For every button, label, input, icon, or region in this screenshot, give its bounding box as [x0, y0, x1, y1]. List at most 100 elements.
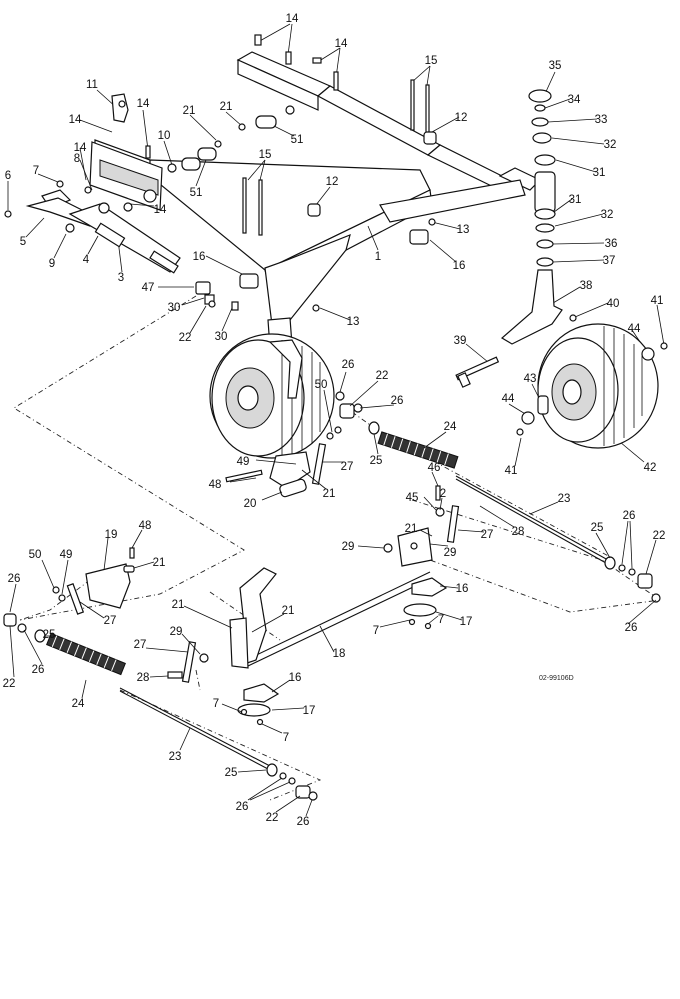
part-callout-15: 15: [259, 149, 272, 161]
part-callout-16: 16: [456, 583, 469, 595]
part-callout-3: 3: [118, 272, 124, 284]
part-callout-44: 44: [628, 323, 641, 335]
part-callout-24: 24: [72, 698, 85, 710]
part-callout-27: 27: [341, 461, 354, 473]
part-callout-26: 26: [623, 510, 636, 522]
middle-lever-assembly: [225, 391, 661, 603]
main-frame: [89, 51, 542, 349]
part-callout-9: 9: [49, 258, 55, 270]
part-callout-26: 26: [32, 664, 45, 676]
part-callout-37: 37: [603, 255, 616, 267]
part-callout-24: 24: [444, 421, 457, 433]
part-callout-48: 48: [139, 520, 152, 532]
part-callout-21: 21: [172, 599, 185, 611]
part-callout-46: 46: [428, 462, 441, 474]
part-callout-49: 49: [60, 549, 73, 561]
part-callout-10: 10: [158, 130, 171, 142]
left-caster-wheel: [209, 333, 335, 459]
part-callout-22: 22: [653, 530, 666, 542]
part-callout-50: 50: [29, 549, 42, 561]
part-callout-22: 22: [3, 678, 16, 690]
part-callout-19: 19: [105, 529, 118, 541]
part-callout-23: 23: [558, 493, 571, 505]
part-callout-14: 14: [137, 98, 150, 110]
part-callout-20: 20: [244, 498, 257, 510]
part-callout-11: 11: [86, 79, 98, 91]
part-callout-25: 25: [225, 767, 238, 779]
part-callout-45: 45: [406, 492, 419, 504]
part-callout-25: 25: [591, 522, 604, 534]
part-callout-18: 18: [333, 648, 346, 660]
part-callout-23: 23: [169, 751, 182, 763]
part-callout-44: 44: [502, 393, 515, 405]
part-callout-7: 7: [33, 165, 39, 177]
part-callout-30: 30: [215, 331, 228, 343]
left-rod-assembly: [4, 180, 181, 274]
part-callout-6: 6: [5, 170, 11, 182]
part-callout-30: 30: [168, 302, 181, 314]
part-callout-42: 42: [644, 462, 657, 474]
part-callout-26: 26: [8, 573, 21, 585]
part-callout-27: 27: [481, 529, 494, 541]
part-callout-31: 31: [569, 194, 582, 206]
part-callout-34: 34: [568, 94, 581, 106]
part-callout-29: 29: [342, 541, 355, 553]
part-callout-36: 36: [605, 238, 618, 250]
part-callout-47: 47: [142, 282, 155, 294]
leader-lines: [7, 23, 665, 467]
part-callout-21: 21: [323, 488, 336, 500]
part-callout-21: 21: [220, 101, 233, 113]
part-callout-2: 2: [440, 488, 446, 500]
part-callout-21: 21: [183, 105, 196, 117]
part-callout-32: 32: [601, 209, 614, 221]
part-callout-7: 7: [283, 732, 289, 744]
part-callout-7: 7: [373, 625, 379, 637]
part-callout-26: 26: [391, 395, 404, 407]
part-callout-5: 5: [20, 236, 26, 248]
part-callout-51: 51: [190, 187, 203, 199]
part-callout-28: 28: [512, 526, 525, 538]
part-callout-40: 40: [607, 298, 620, 310]
part-callout-35: 35: [549, 60, 562, 72]
part-callout-17: 17: [460, 616, 473, 628]
part-callout-27: 27: [104, 615, 117, 627]
part-callout-7: 7: [213, 698, 219, 710]
part-callout-50: 50: [315, 379, 328, 391]
part-callout-51: 51: [291, 134, 304, 146]
part-callout-29: 29: [170, 626, 183, 638]
part-callout-27: 27: [134, 639, 147, 651]
part-callout-25: 25: [370, 455, 383, 467]
part-callout-32: 32: [604, 139, 617, 151]
part-callout-21: 21: [282, 605, 295, 617]
part-callout-48: 48: [209, 479, 222, 491]
part-callout-14: 14: [335, 38, 348, 50]
part-callout-26: 26: [342, 359, 355, 371]
part-callout-29: 29: [444, 547, 457, 559]
part-callout-22: 22: [376, 370, 389, 382]
lower-rod-assembly: [52, 547, 448, 726]
part-callout-14: 14: [154, 204, 167, 216]
lower-spring-rod: [3, 613, 318, 801]
part-callout-16: 16: [453, 260, 466, 272]
part-callout-33: 33: [595, 114, 608, 126]
part-callout-4: 4: [83, 254, 90, 266]
part-callout-22: 22: [179, 332, 192, 344]
part-callout-38: 38: [580, 280, 593, 292]
part-callout-12: 12: [455, 112, 468, 124]
part-callout-16: 16: [289, 672, 302, 684]
part-callout-49: 49: [237, 456, 250, 468]
part-callout-26: 26: [236, 801, 249, 813]
part-callout-14: 14: [286, 13, 299, 25]
part-callout-17: 17: [303, 705, 316, 717]
part-callout-25: 25: [43, 629, 56, 641]
part-callout-14: 14: [69, 114, 82, 126]
part-callout-15: 15: [425, 55, 438, 67]
part-callout-1: 1: [375, 251, 381, 263]
part-callout-13: 13: [347, 316, 360, 328]
part-callout-13: 13: [457, 224, 470, 236]
part-callout-26: 26: [625, 622, 638, 634]
part-callout-43: 43: [524, 373, 537, 385]
